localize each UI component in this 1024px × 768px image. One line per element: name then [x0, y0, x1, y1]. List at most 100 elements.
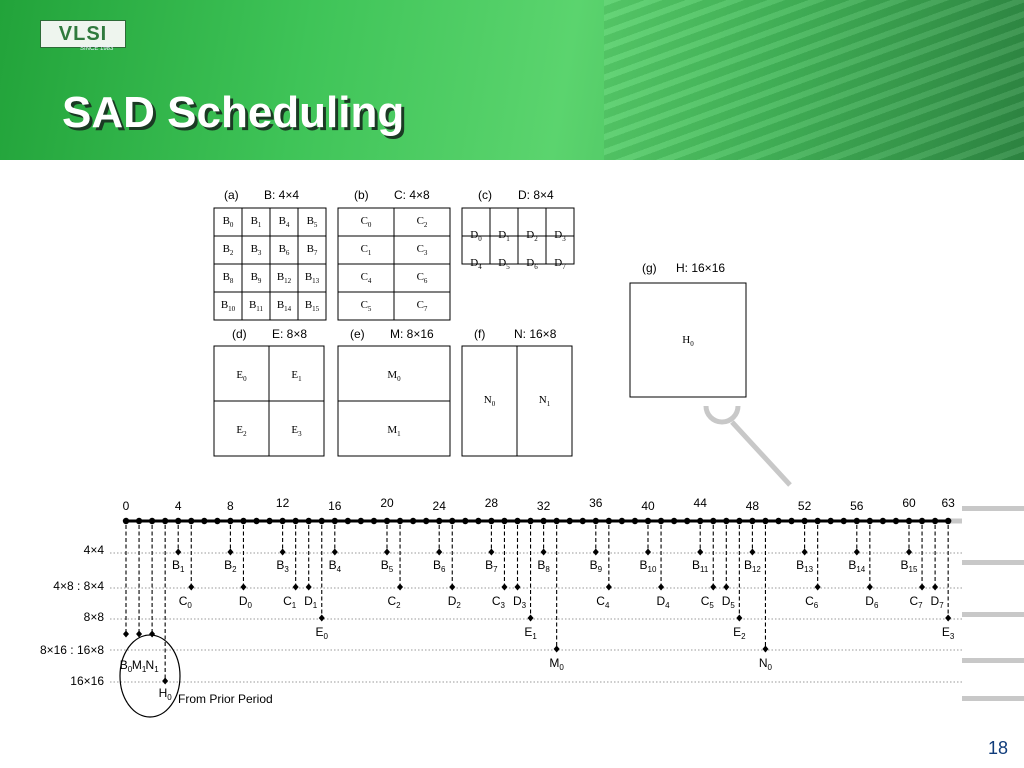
cell-D3: D3 — [554, 229, 566, 243]
timeline-dot — [357, 517, 365, 525]
panel-c-title: D: 8×4 — [518, 188, 554, 202]
event-label-D3: D3 — [513, 594, 527, 610]
panel-f-label: (f) — [474, 327, 485, 341]
event-label-C4: C4 — [596, 594, 610, 610]
event-label-B7: B7 — [485, 558, 498, 574]
timeline-dot — [240, 517, 247, 525]
event-marker-D3 — [514, 583, 521, 591]
panel-e-title: M: 8×16 — [390, 327, 434, 341]
timeline-dot — [422, 517, 430, 525]
cell-B4: B4 — [279, 215, 290, 229]
event-label-B1: B1 — [172, 558, 185, 574]
timeline-dot — [540, 517, 547, 525]
tick-label-56: 56 — [850, 499, 864, 513]
vlsi-logo: VLSI — [40, 20, 126, 48]
timeline-dot — [905, 517, 913, 525]
row-label-2: 8×8 — [84, 610, 105, 624]
cell-B14: B14 — [277, 299, 292, 313]
timeline-dot — [866, 517, 874, 525]
event-marker-C4 — [605, 583, 612, 591]
tick-label-0: 0 — [123, 499, 130, 513]
tick-label-63: 63 — [941, 496, 955, 510]
timeline-dot — [383, 517, 391, 525]
event-marker-B11 — [697, 548, 704, 556]
event-marker-M1 — [136, 630, 143, 638]
slide-title: SAD Scheduling — [62, 88, 405, 137]
page-number: 18 — [988, 738, 1009, 758]
event-label-E3: E3 — [942, 625, 955, 641]
event-label-B8: B8 — [537, 558, 550, 574]
row-label-1: 4×8 : 8×4 — [53, 579, 104, 593]
cell-E2: E2 — [236, 424, 247, 438]
event-label-B3: B3 — [276, 558, 289, 574]
event-label-D7: D7 — [931, 594, 945, 610]
timeline-dot — [214, 517, 221, 525]
timeline-dot — [788, 517, 795, 525]
cell-D7: D7 — [554, 257, 566, 271]
deco-bar — [962, 612, 1024, 617]
timeline-dot — [931, 517, 939, 525]
timeline-dot — [892, 517, 900, 525]
tick-label-32: 32 — [537, 499, 551, 513]
event-label-C7: C7 — [909, 594, 923, 610]
timeline-dot — [266, 517, 273, 525]
timeline-dot — [879, 517, 887, 525]
event-label-E1: E1 — [524, 625, 537, 641]
timeline-dot — [396, 517, 404, 525]
event-marker-H0 — [162, 677, 169, 685]
event-label-N0: N0 — [759, 656, 773, 672]
timeline-dot — [135, 517, 143, 525]
timeline-dot — [762, 517, 769, 525]
logo-subtitle: SINCE 1983 — [80, 46, 114, 52]
cell-B2: B2 — [223, 243, 234, 257]
timeline-dot — [449, 517, 456, 525]
event-marker-E2 — [736, 614, 743, 622]
event-marker-D6 — [866, 583, 873, 591]
timeline-dot — [227, 517, 234, 525]
timeline-dot — [462, 517, 469, 525]
event-label-B6: B6 — [433, 558, 446, 574]
event-label-B15: B15 — [901, 558, 918, 574]
timeline-dot — [631, 517, 639, 525]
event-label-D4: D4 — [656, 594, 670, 610]
event-marker-C1 — [292, 583, 299, 591]
deco-bar — [962, 696, 1024, 701]
tick-label-8: 8 — [227, 499, 234, 513]
panel-g-title: H: 16×16 — [676, 261, 725, 275]
timeline-dot — [605, 517, 613, 525]
event-label-C0: C0 — [179, 594, 193, 610]
event-label-B11: B11 — [692, 558, 709, 574]
cell-B1: B1 — [251, 215, 262, 229]
event-marker-C6 — [814, 583, 821, 591]
deco-bar — [962, 506, 1024, 511]
panel-f-title: N: 16×8 — [514, 327, 557, 341]
cell-B5: B5 — [307, 215, 318, 229]
cell-C3: C3 — [417, 243, 428, 257]
event-marker-N0 — [762, 645, 769, 653]
event-label-B14: B14 — [848, 558, 865, 574]
cell-B9: B9 — [251, 271, 262, 285]
cell-D0: D0 — [470, 229, 482, 243]
cell-C0: C0 — [361, 215, 372, 229]
event-marker-E1 — [527, 614, 534, 622]
header-texture — [604, 0, 1024, 160]
timeline-dot — [279, 517, 286, 525]
event-marker-B6 — [436, 548, 443, 556]
timeline-dot — [122, 517, 130, 525]
event-label-B10: B10 — [640, 558, 657, 574]
event-marker-D2 — [449, 583, 456, 591]
event-label-D1: D1 — [304, 594, 318, 610]
cell-C6: C6 — [417, 271, 428, 285]
event-label-D5: D5 — [722, 594, 736, 610]
event-label-C1: C1 — [283, 594, 297, 610]
timeline-dot — [501, 517, 508, 525]
tick-label-52: 52 — [798, 499, 812, 513]
timeline-dot — [553, 517, 560, 525]
panel-g-label: (g) — [642, 261, 657, 275]
event-marker-C0 — [188, 583, 195, 591]
timeline-dot — [683, 517, 691, 525]
event-marker-E0 — [318, 614, 325, 622]
event-marker-B1 — [175, 548, 182, 556]
row-label-3: 8×16 : 16×8 — [40, 643, 104, 657]
tick-label-12: 12 — [276, 496, 290, 510]
